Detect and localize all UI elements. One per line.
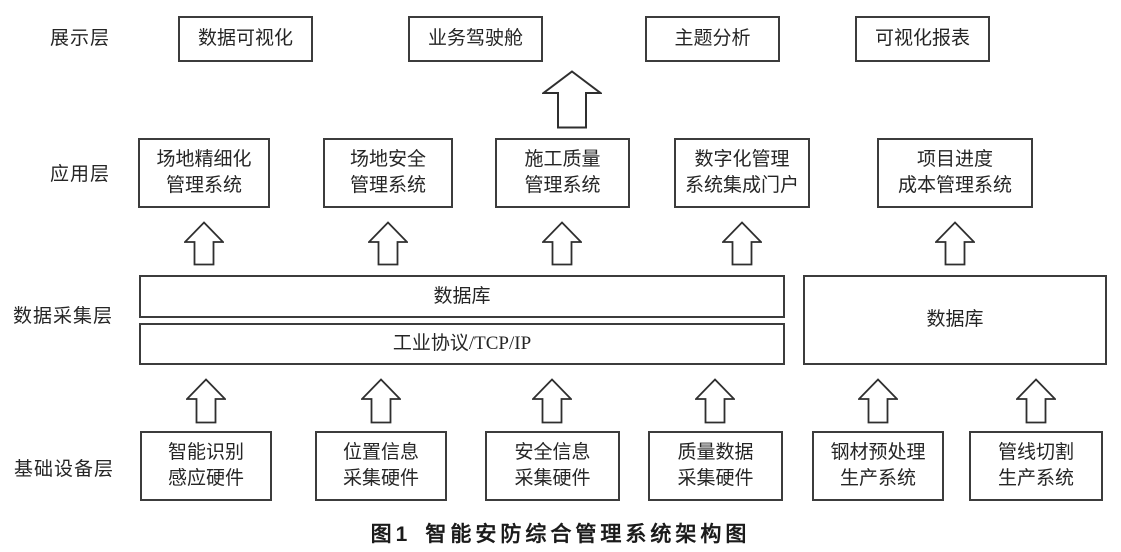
up-arrow-icon xyxy=(722,221,762,266)
box-data-visualization: 数据可视化 xyxy=(178,16,313,62)
up-arrow-icon xyxy=(935,221,975,266)
box-label-line1: 施工质量 xyxy=(524,149,601,170)
up-arrow-icon xyxy=(186,378,226,424)
box-database-right: 数据库 xyxy=(803,275,1107,365)
box-label: 可视化报表 xyxy=(874,28,970,49)
box-smart-recognition-hw: 智能识别 感应硬件 xyxy=(140,431,272,501)
box-label: 业务驾驶舱 xyxy=(427,28,523,49)
box-label: 数据库 xyxy=(926,309,984,330)
box-label-line1: 数字化管理 xyxy=(694,149,790,170)
box-label-line2: 系统集成门户 xyxy=(684,175,799,196)
box-label-line2: 采集硬件 xyxy=(514,468,591,489)
box-label-line2: 生产系统 xyxy=(839,468,916,489)
figure-caption-title: 智能安防综合管理系统架构图 xyxy=(425,523,751,546)
up-arrow-icon xyxy=(184,221,224,266)
box-label-line1: 位置信息 xyxy=(342,442,419,463)
box-site-refined-mgmt: 场地精细化 管理系统 xyxy=(138,138,270,208)
box-label-line1: 智能识别 xyxy=(167,442,244,463)
box-steel-preprocess-system: 钢材预处理 生产系统 xyxy=(812,431,944,501)
box-industrial-protocol: 工业协议/TCP/IP xyxy=(139,323,785,365)
box-label-line1: 质量数据 xyxy=(677,442,754,463)
big-up-arrow-icon xyxy=(542,70,602,129)
box-label-line2: 采集硬件 xyxy=(677,468,754,489)
box-business-cockpit: 业务驾驶舱 xyxy=(408,16,543,62)
layer-label-display: 展示层 xyxy=(50,28,111,49)
box-database-left: 数据库 xyxy=(139,275,785,318)
box-digital-mgmt-portal: 数字化管理 系统集成门户 xyxy=(674,138,810,208)
box-location-info-hw: 位置信息 采集硬件 xyxy=(315,431,447,501)
layer-label-application: 应用层 xyxy=(50,164,111,185)
box-label-line1: 场地精细化 xyxy=(156,149,252,170)
box-label-line2: 感应硬件 xyxy=(167,468,244,489)
up-arrow-icon xyxy=(1016,378,1056,424)
layer-label-data-collection: 数据采集层 xyxy=(13,306,114,327)
up-arrow-icon xyxy=(361,378,401,424)
box-label-line1: 安全信息 xyxy=(514,442,591,463)
box-quality-data-hw: 质量数据 采集硬件 xyxy=(648,431,783,501)
layer-label-device: 基础设备层 xyxy=(14,459,115,480)
box-label-line1: 场地安全 xyxy=(349,149,426,170)
box-theme-analysis: 主题分析 xyxy=(645,16,780,62)
box-label-line2: 管理系统 xyxy=(524,175,601,196)
box-label-line2: 管理系统 xyxy=(349,175,426,196)
box-label-line2: 采集硬件 xyxy=(342,468,419,489)
box-label-line2: 成本管理系统 xyxy=(897,175,1012,196)
figure-caption: 图1 智能安防综合管理系统架构图 xyxy=(0,518,1121,548)
box-label-line1: 管线切割 xyxy=(997,442,1074,463)
up-arrow-icon xyxy=(858,378,898,424)
up-arrow-icon xyxy=(532,378,572,424)
box-label: 数据库 xyxy=(433,285,491,307)
box-label-line1: 项目进度 xyxy=(916,149,993,170)
up-arrow-icon xyxy=(542,221,582,266)
box-label-line1: 钢材预处理 xyxy=(830,442,926,463)
box-pipeline-cutting-system: 管线切割 生产系统 xyxy=(969,431,1103,501)
box-label: 数据可视化 xyxy=(197,28,293,49)
up-arrow-icon xyxy=(695,378,735,424)
box-site-safety-mgmt: 场地安全 管理系统 xyxy=(323,138,453,208)
figure-caption-number: 图1 xyxy=(370,523,412,546)
box-construction-quality-mgmt: 施工质量 管理系统 xyxy=(495,138,630,208)
box-label: 主题分析 xyxy=(674,28,751,49)
box-safety-info-hw: 安全信息 采集硬件 xyxy=(485,431,620,501)
box-visual-report: 可视化报表 xyxy=(855,16,990,62)
box-project-progress-cost-mgmt: 项目进度 成本管理系统 xyxy=(877,138,1033,208)
box-label-line2: 管理系统 xyxy=(165,175,242,196)
up-arrow-icon xyxy=(368,221,408,266)
box-label: 工业协议/TCP/IP xyxy=(392,333,532,354)
box-label-line2: 生产系统 xyxy=(997,468,1074,489)
